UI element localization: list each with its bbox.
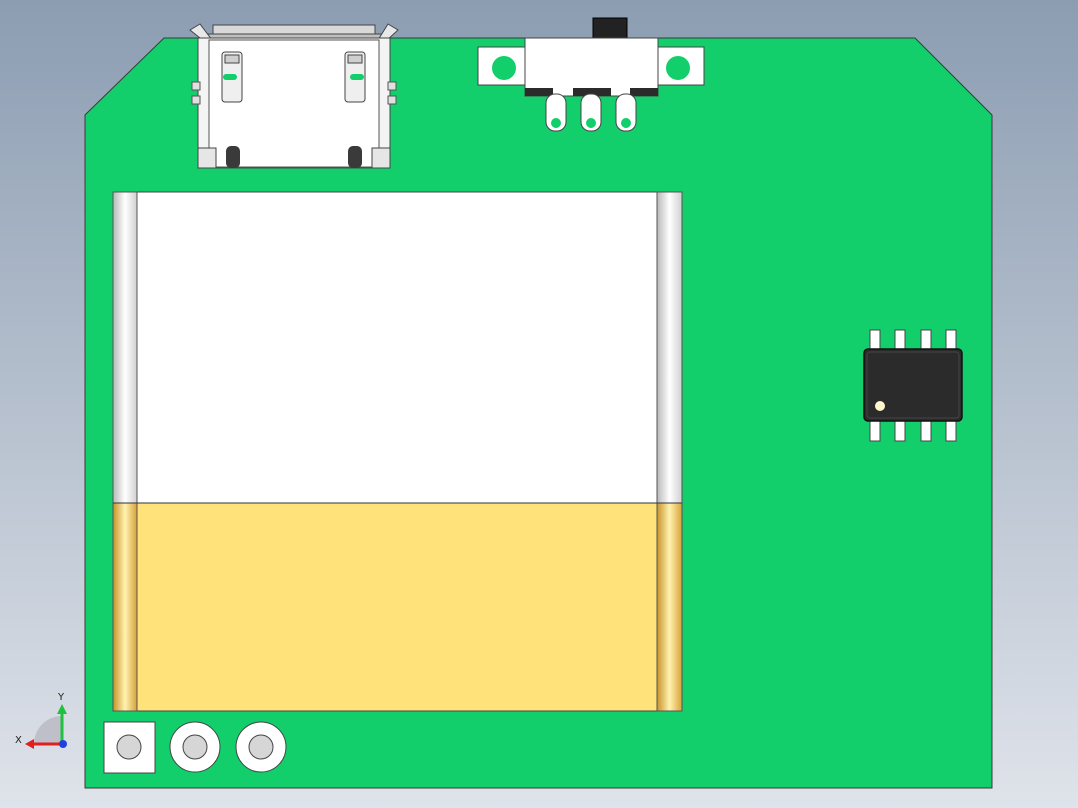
x-axis-label: X (15, 735, 22, 746)
switch-pin-3 (615, 93, 637, 132)
switch-pin-2 (580, 93, 602, 132)
battery-pack[interactable] (112, 191, 683, 712)
axis-triad: Y X (15, 692, 67, 749)
switch-actuator[interactable] (592, 17, 628, 41)
header-pads[interactable] (103, 721, 287, 774)
slide-switch[interactable] (477, 17, 705, 132)
switch-mount-hole-right (666, 56, 690, 80)
usb-connector[interactable] (189, 23, 399, 169)
soic8-chip[interactable] (863, 329, 963, 442)
y-axis-label: Y (57, 692, 65, 703)
chip-pin1-marker (875, 401, 885, 411)
switch-pin-1 (545, 93, 567, 132)
z-axis-dot (59, 740, 67, 748)
switch-mount-hole-left (492, 56, 516, 80)
